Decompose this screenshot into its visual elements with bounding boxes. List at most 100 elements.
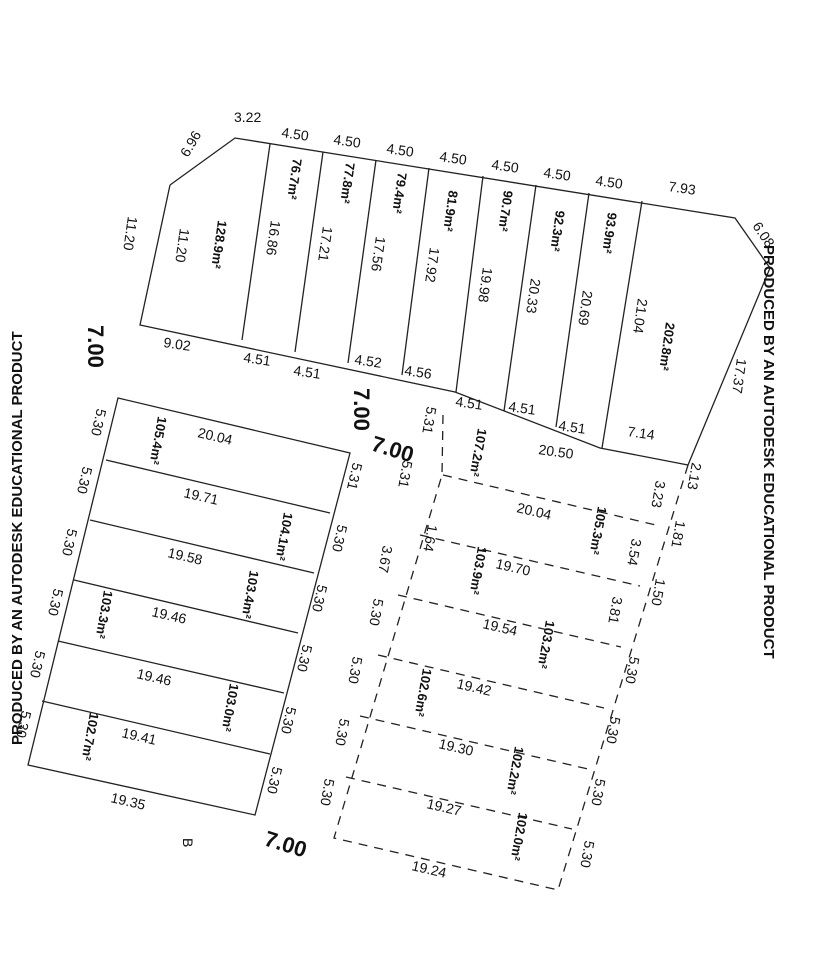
dimension-label: 3.67 bbox=[375, 544, 396, 574]
lot-area-label: 107.2m² bbox=[467, 427, 490, 478]
dimension-label: 17.21 bbox=[315, 226, 336, 263]
dimension-label: 4.50 bbox=[543, 164, 572, 184]
lot-area-label: 128.9m² bbox=[208, 220, 230, 271]
left-block-dimensions: 20.04 19.71 19.58 19.46 19.46 19.41 19.3… bbox=[13, 407, 366, 813]
lot-area-label: 102.6m² bbox=[412, 667, 435, 718]
lot-divider bbox=[105, 459, 331, 514]
dimension-label: 19.27 bbox=[425, 795, 463, 819]
dimension-label: 19.42 bbox=[455, 675, 493, 699]
dimension-label: 5.30 bbox=[366, 597, 387, 627]
dimension-label: 7.93 bbox=[668, 178, 697, 198]
lot-divider bbox=[57, 640, 285, 694]
dimension-label: 4.51 bbox=[455, 393, 484, 413]
left-block-outline bbox=[27, 397, 351, 816]
dimension-label: 4.51 bbox=[243, 349, 272, 369]
lot-divider bbox=[41, 700, 271, 755]
road-width-label: 7.00 bbox=[262, 826, 310, 862]
lot-area-label: 93.9m² bbox=[599, 212, 620, 256]
dimension-label: 5.30 bbox=[278, 705, 300, 735]
dimension-label: 5.30 bbox=[294, 643, 316, 673]
lot-area-label: 76.7m² bbox=[284, 158, 305, 202]
dimension-label: 5.30 bbox=[309, 583, 331, 613]
dimension-label: 11.20 bbox=[172, 228, 193, 264]
dimension-label: 19.35 bbox=[109, 789, 147, 813]
dimension-label: 20.04 bbox=[196, 424, 234, 448]
road-width-label: 7.00 bbox=[349, 388, 374, 431]
lot-area-label: 103.9m² bbox=[467, 545, 490, 596]
lot-area-label: 103.2m² bbox=[535, 619, 558, 670]
road-width-label: 7.00 bbox=[83, 325, 108, 368]
lot-divider bbox=[347, 159, 377, 364]
dimension-label: 20.33 bbox=[523, 278, 544, 315]
lot-area-label: 102.0m² bbox=[508, 811, 531, 862]
dimension-label: 19.58 bbox=[166, 544, 204, 568]
dimension-label: 4.50 bbox=[439, 148, 468, 168]
right-block-lines bbox=[333, 414, 689, 891]
lot-divider bbox=[345, 776, 573, 830]
dimension-label: 19.98 bbox=[475, 267, 496, 304]
dimension-label: 20.69 bbox=[575, 290, 596, 327]
right-block-dimensions: 5.31 5.31 20.04 19.70 19.54 19.42 19.30 … bbox=[317, 405, 705, 880]
dimension-label: 20.04 bbox=[515, 499, 553, 523]
dimension-label: 9.02 bbox=[163, 334, 192, 354]
dimension-label: 19.41 bbox=[120, 724, 158, 748]
lot-area-label: 103.3m² bbox=[93, 589, 116, 640]
dimension-label: 4.51 bbox=[508, 398, 537, 418]
lot-area-label: 77.8m² bbox=[337, 162, 358, 206]
lot-area-label: 202.8m² bbox=[656, 322, 678, 373]
dimension-label: 5.30 bbox=[329, 523, 351, 553]
lot-area-label: 102.2m² bbox=[504, 745, 527, 796]
dimension-label: 5.30 bbox=[588, 777, 609, 807]
dimension-label: 4.51 bbox=[558, 417, 587, 437]
dimension-label: 5.30 bbox=[59, 527, 81, 557]
dimension-label: 6.96 bbox=[177, 128, 205, 160]
dimension-label: 3.54 bbox=[624, 537, 645, 567]
lot-divider bbox=[555, 192, 590, 428]
lot-area-label: 90.7m² bbox=[495, 190, 516, 234]
dimension-label: 20.50 bbox=[538, 441, 575, 462]
dimension-label: 11.20 bbox=[120, 216, 141, 252]
lot-area-label: 92.3m² bbox=[547, 210, 568, 254]
right-block-outline bbox=[333, 414, 689, 891]
dimension-label: 5.30 bbox=[264, 765, 286, 795]
dimension-label: 19.54 bbox=[481, 615, 519, 639]
dimension-label: 4.50 bbox=[491, 156, 520, 176]
lot-divider bbox=[294, 151, 324, 353]
dimension-label: 4.50 bbox=[386, 140, 415, 160]
top-block-dimensions: 6.96 3.22 4.50 4.50 4.50 4.50 4.50 4.50 … bbox=[120, 109, 778, 462]
dimension-label: 5.30 bbox=[27, 649, 49, 679]
block-marker: B bbox=[180, 838, 196, 847]
dimension-label: 4.50 bbox=[281, 124, 310, 144]
dimension-label: 4.50 bbox=[595, 172, 624, 192]
dimension-label: 19.24 bbox=[410, 857, 448, 881]
dimension-label: 5.31 bbox=[344, 461, 366, 491]
left-block-lines bbox=[27, 397, 351, 816]
dimension-label: 5.30 bbox=[622, 655, 643, 685]
dimension-label: 5.30 bbox=[74, 465, 96, 495]
dimension-label: 19.70 bbox=[494, 555, 532, 579]
dimension-label: 5.31 bbox=[419, 405, 440, 435]
top-block-lines bbox=[139, 137, 771, 466]
dimension-label: 5.30 bbox=[45, 587, 67, 617]
lot-area-label: 102.7m² bbox=[79, 711, 102, 762]
lot-divider bbox=[73, 579, 299, 634]
dimension-label: 3.22 bbox=[234, 109, 261, 125]
dimension-label: 3.81 bbox=[605, 595, 626, 625]
top-block-outline bbox=[139, 137, 771, 466]
lot-divider bbox=[455, 175, 484, 393]
top-block-areas: 128.9m² 76.7m² 77.8m² 79.4m² 81.9m² 90.7… bbox=[208, 158, 678, 373]
lot-area-label: 105.3m² bbox=[587, 505, 610, 556]
dimension-label: 5.30 bbox=[603, 715, 624, 745]
dimension-label: 4.56 bbox=[404, 362, 433, 382]
lot-divider bbox=[503, 184, 537, 412]
dimension-label: 19.71 bbox=[182, 484, 220, 508]
lot-divider bbox=[397, 594, 622, 648]
dimension-label: 16.86 bbox=[263, 220, 284, 257]
dimension-label: 1.50 bbox=[648, 577, 669, 607]
dimension-label: 5.30 bbox=[577, 839, 598, 869]
lot-area-label: 79.4m² bbox=[389, 172, 410, 216]
dimension-label: 4.50 bbox=[333, 131, 362, 151]
dimension-label: 3.23 bbox=[648, 479, 669, 509]
dimension-label: 1.64 bbox=[420, 523, 441, 553]
lot-area-label: 103.0m² bbox=[219, 682, 242, 733]
